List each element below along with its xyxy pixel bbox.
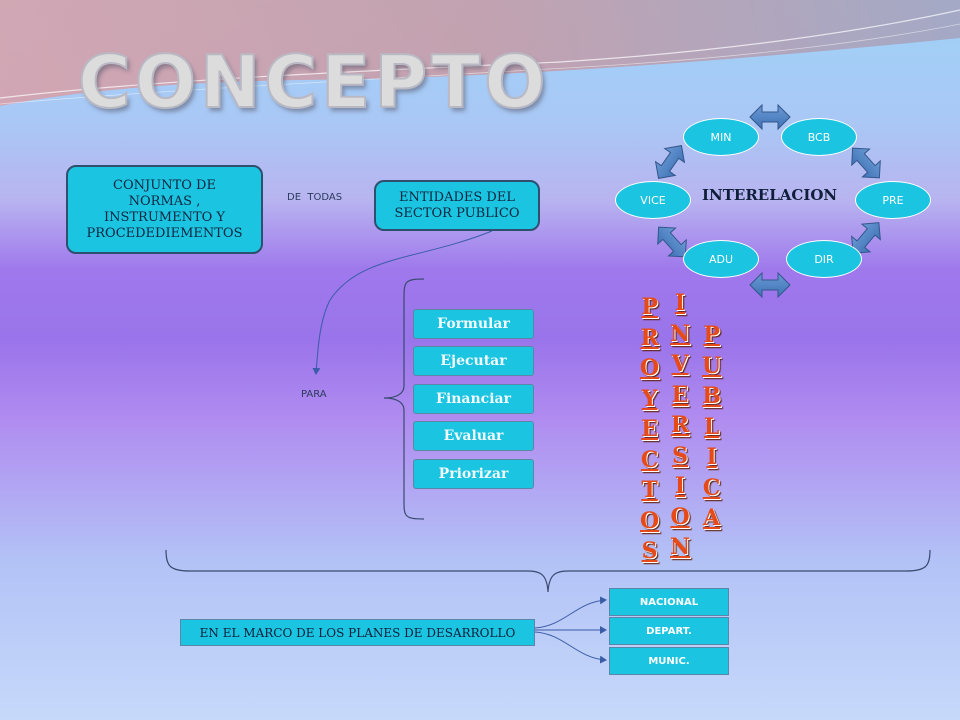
letter: B <box>702 383 721 409</box>
letter: P <box>641 294 658 320</box>
node-bcb: BCB <box>781 118 857 156</box>
framework-brace <box>165 549 931 593</box>
verb-evaluar: Evaluar <box>413 421 534 451</box>
level-nacional: NACIONAL <box>609 588 729 616</box>
node-min: MIN <box>683 118 759 156</box>
verb-priorizar: Priorizar <box>413 459 534 489</box>
letter: P <box>703 322 720 348</box>
header-swoosh <box>0 0 960 106</box>
letter: I <box>674 473 686 499</box>
letter: S <box>672 442 688 469</box>
level-municipal: MUNIC. <box>609 647 729 675</box>
interrelation-label: INTERELACION <box>702 186 838 204</box>
letter: V <box>671 351 689 377</box>
letter: R <box>640 324 659 351</box>
letter: I <box>706 444 717 470</box>
entities-box: ENTIDADES DEL SECTOR PUBLICO <box>374 180 540 231</box>
level-departamental: DEPART. <box>609 617 729 645</box>
node-adu: ADU <box>683 240 759 278</box>
letter: O <box>640 507 660 534</box>
letter: N <box>670 534 691 560</box>
level-branch-arrow <box>534 631 607 664</box>
page-title: CONCEPTO <box>77 39 550 125</box>
letter: E <box>671 381 689 408</box>
letter: R <box>670 412 690 438</box>
letter: O <box>670 503 690 530</box>
level-branch-arrow <box>534 596 607 629</box>
verbs-brace <box>383 278 425 520</box>
para-connector-arrow <box>312 230 493 375</box>
letter: U <box>702 352 722 379</box>
verb-financiar: Financiar <box>413 384 534 414</box>
letter: T <box>641 477 658 503</box>
node-pre: PRE <box>855 181 931 219</box>
word-publica: P U B L I C A <box>702 320 721 534</box>
verb-formular: Formular <box>413 309 534 339</box>
verb-ejecutar: Ejecutar <box>413 346 534 376</box>
node-vice: VICE <box>615 181 691 219</box>
letter: C <box>702 474 721 501</box>
letter: N <box>670 320 691 347</box>
letter: Y <box>641 385 658 412</box>
para-label: PARA <box>301 389 327 400</box>
header-swoosh-line <box>0 9 960 99</box>
header-swoosh-line <box>0 23 960 105</box>
definition-box: CONJUNTO DE NORMAS , INSTRUMENTO Y PROCE… <box>66 165 263 254</box>
letter: A <box>703 505 721 531</box>
cycle-double-arrows <box>654 103 881 299</box>
word-proyectos: P R O Y E C T O S <box>640 292 659 567</box>
letter: O <box>640 355 660 381</box>
letter: E <box>641 416 658 442</box>
connector-label: DE TODAS <box>287 192 343 203</box>
node-dir: DIR <box>786 240 862 278</box>
letter: S <box>641 538 658 564</box>
letter: I <box>674 290 686 316</box>
framework-box: EN EL MARCO DE LOS PLANES DE DESARROLLO <box>180 619 535 646</box>
letter: L <box>703 413 720 440</box>
letter: C <box>640 446 659 473</box>
word-inversion: I N V E R S I O N <box>670 288 690 563</box>
